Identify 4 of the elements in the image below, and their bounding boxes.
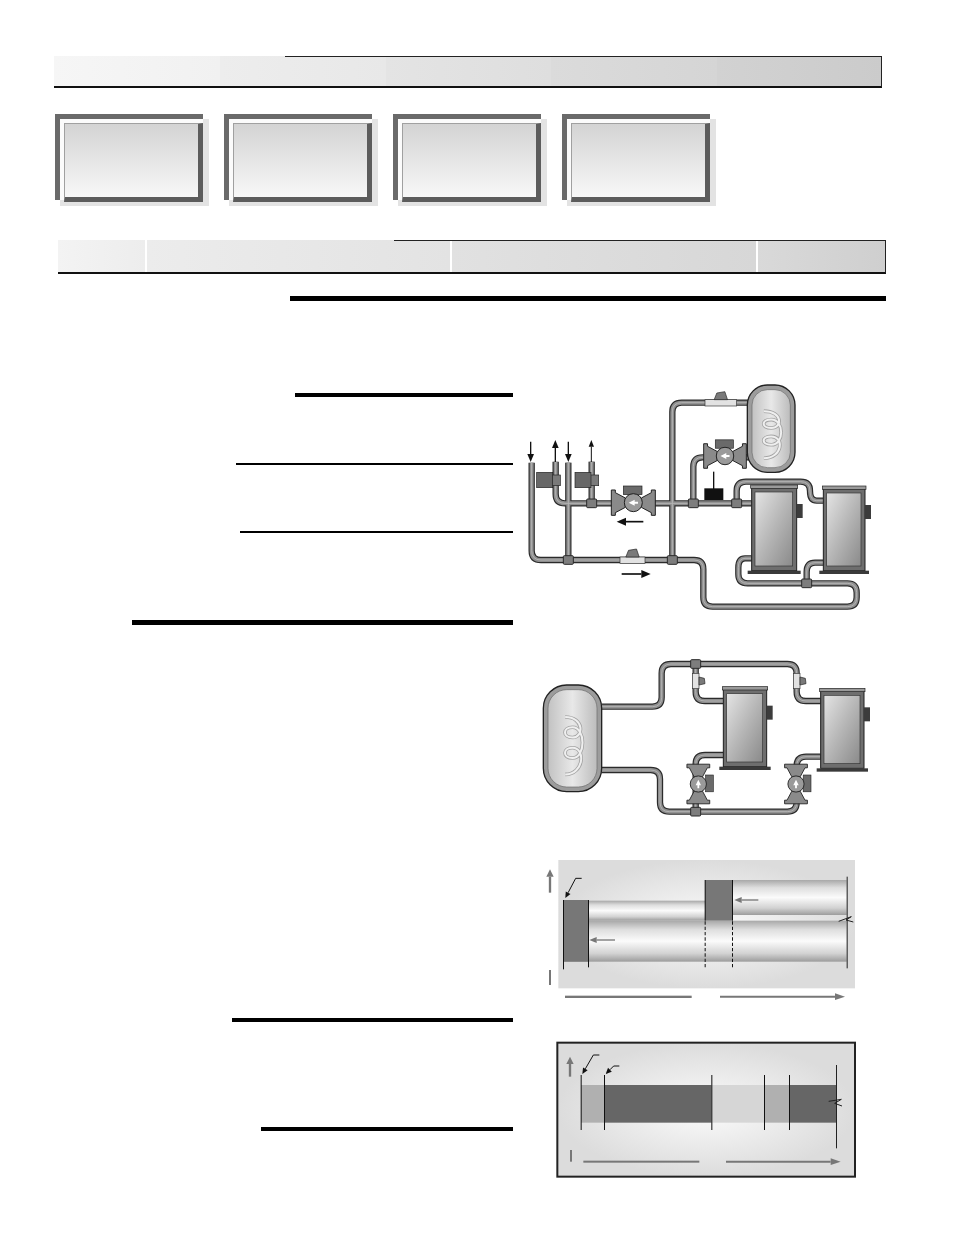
beveled-panel — [55, 114, 209, 206]
beveled-panel — [562, 114, 716, 206]
beveled-panel — [224, 114, 378, 206]
beveled-panel — [393, 114, 547, 206]
